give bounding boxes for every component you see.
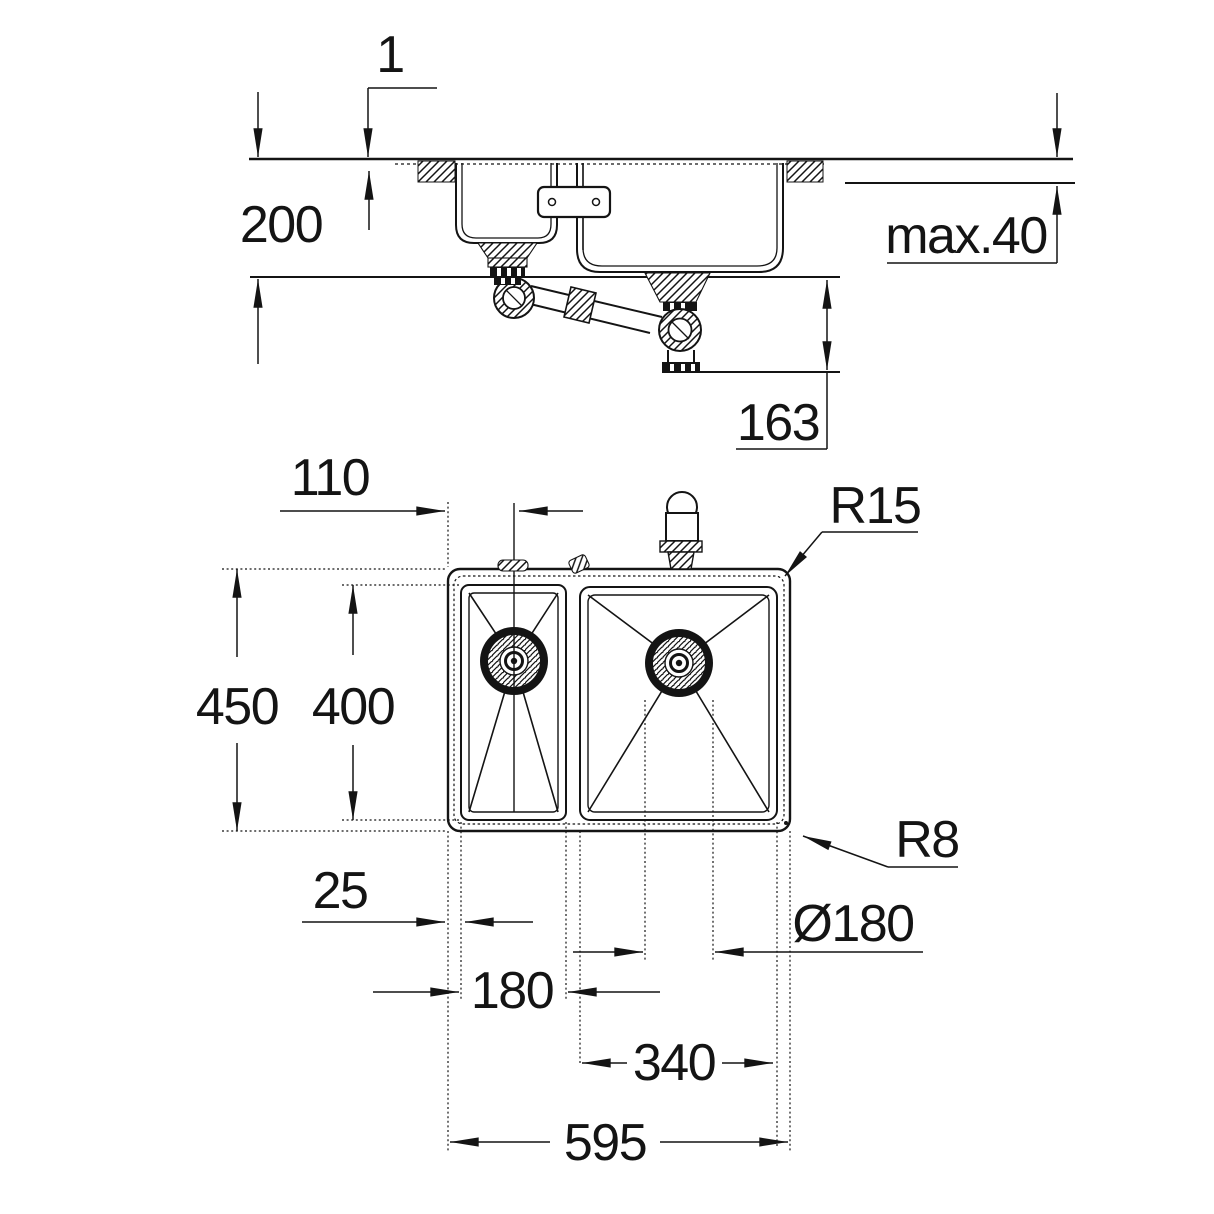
dim-label-340: 340 [633, 1034, 715, 1092]
fixing-clip-right [568, 554, 590, 574]
faucet-body [665, 512, 699, 542]
ext-right-and-left-bottom [447, 822, 791, 1152]
dimension-drain-offset: 163 [663, 280, 840, 452]
dim-label-400: 400 [312, 678, 394, 736]
large-bowl-section [576, 163, 784, 273]
bracket-screw-hole-right [591, 197, 601, 207]
dim-label-200: 200 [240, 196, 322, 254]
dim-label-110: 110 [291, 449, 369, 507]
faucet-mounting-nut [659, 540, 703, 553]
dimension-left-margin: 25 [302, 862, 533, 927]
dimension-counter-thickness: max.40 [885, 93, 1062, 265]
small-bowl-drain-funnel [476, 242, 539, 259]
dim-label-450: 450 [196, 678, 278, 736]
bracket-screw-hole-left [547, 197, 557, 207]
dimension-inner-depth: 400 [312, 585, 396, 820]
dim-label-d180: Ø180 [792, 895, 913, 953]
dimension-small-bowl-width: 180 [373, 962, 660, 1020]
radius-label-r8: R8 [895, 811, 958, 869]
drain-outlet-pipe [667, 350, 695, 362]
dimension-overall-depth: 450 [196, 569, 280, 831]
large-bowl-drain [643, 627, 715, 699]
dimension-drain-diameter: Ø180 [573, 895, 923, 957]
bowl-divider-wall [576, 163, 584, 250]
dimension-rim-height: 1 [363, 26, 437, 230]
side-section-view: 1 200 max.40 163 [240, 26, 1075, 452]
large-bowl-slope-lines [587, 594, 770, 813]
sink-outer-edge [446, 567, 792, 833]
dimension-drain-from-left: 110 [280, 449, 583, 516]
pipe-coupling-nut [563, 286, 597, 324]
dimension-bowl-depth: 200 [240, 92, 324, 364]
large-bowl-drain-funnel [644, 272, 711, 303]
radius-callout-r8: R8 [784, 811, 960, 869]
dim-label-595: 595 [564, 1114, 646, 1172]
large-bowl-plan [579, 586, 778, 821]
large-drain-ring [663, 302, 697, 311]
radius-callout-r15: R15 [784, 477, 922, 577]
small-bowl-slope-lines [468, 592, 559, 813]
dim-label-25: 25 [313, 862, 368, 920]
dim-label-180: 180 [471, 962, 553, 1020]
dim-label-163: 163 [737, 394, 819, 452]
small-drain-collar [487, 257, 528, 268]
mounting-bracket [536, 163, 612, 250]
ext-450 [222, 568, 446, 832]
r8-reference-point [784, 821, 788, 825]
ext-400 [342, 584, 459, 821]
dim-label-1: 1 [376, 26, 403, 84]
dimension-overall-width: 595 [450, 1114, 788, 1172]
small-drain-nut [494, 277, 521, 285]
sink-rim-inner-edge [453, 575, 785, 825]
faucet-base [667, 551, 695, 570]
dim-label-max40: max.40 [885, 207, 1047, 265]
radius-label-r15: R15 [830, 477, 921, 535]
plan-view: 110 450 400 25 180 3 [196, 449, 960, 1172]
countertop-cut-hatch-left [417, 160, 456, 183]
fixing-clip-left [497, 559, 529, 572]
dimension-large-bowl-width: 340 [582, 1034, 773, 1092]
countertop-cut-hatch-right [786, 160, 824, 183]
faucet-symbol [659, 491, 703, 570]
drain-plumbing [476, 242, 711, 373]
